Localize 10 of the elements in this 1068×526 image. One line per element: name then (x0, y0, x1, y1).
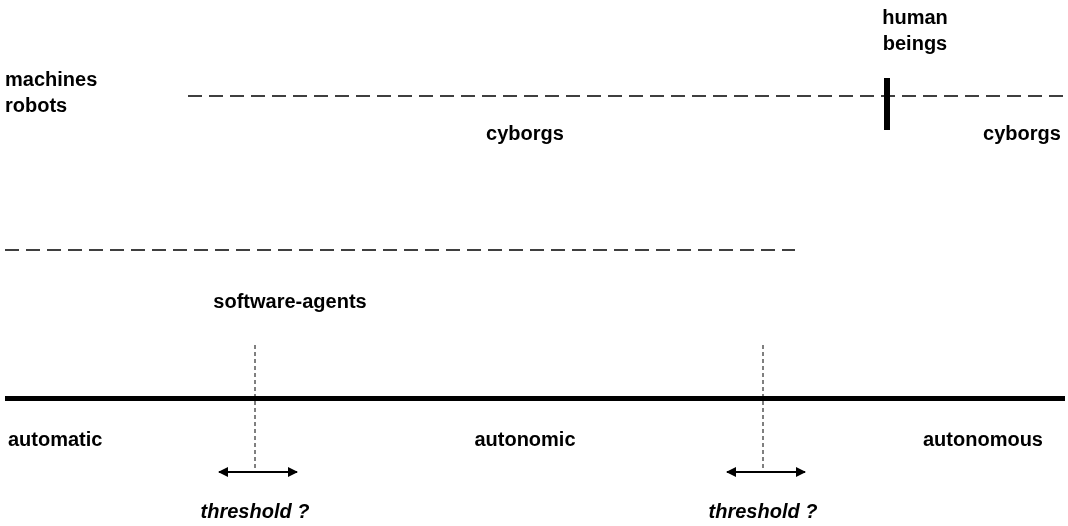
category-label: machines robots (5, 67, 99, 118)
category-label: cyborgs (486, 121, 564, 146)
category-label: cyborgs (983, 121, 1061, 146)
scale-label: automatic (8, 427, 103, 452)
threshold-label: threshold ? (200, 499, 310, 524)
category-label: software-agents (213, 289, 367, 314)
scale-label: autonomous (923, 427, 1043, 452)
threshold-label: threshold ? (708, 499, 818, 524)
category-label: human beings (881, 5, 949, 56)
scale-label: autonomic (474, 427, 576, 452)
